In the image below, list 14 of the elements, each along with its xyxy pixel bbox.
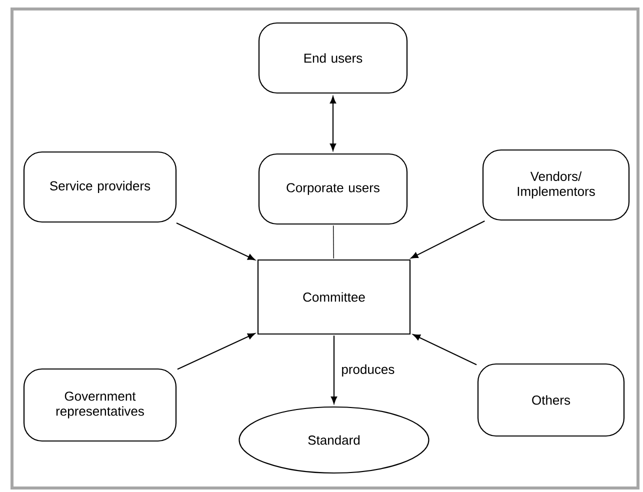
edge-label: produces	[340, 363, 396, 378]
rounded-box: Corporate users	[258, 153, 408, 225]
process-box: Committee	[257, 259, 411, 335]
rounded-box: Others	[477, 363, 625, 437]
rounded-box: Vendors/ Implementors	[482, 149, 630, 221]
rounded-box: End users	[258, 22, 408, 94]
arrow	[410, 220, 485, 259]
arrow	[176, 222, 256, 260]
rounded-box: Service providers	[23, 151, 177, 223]
arrow	[330, 96, 336, 151]
arrow	[412, 334, 477, 366]
arrow	[177, 333, 256, 370]
arrow	[330, 336, 338, 404]
rounded-box: Government representatives	[23, 368, 177, 442]
